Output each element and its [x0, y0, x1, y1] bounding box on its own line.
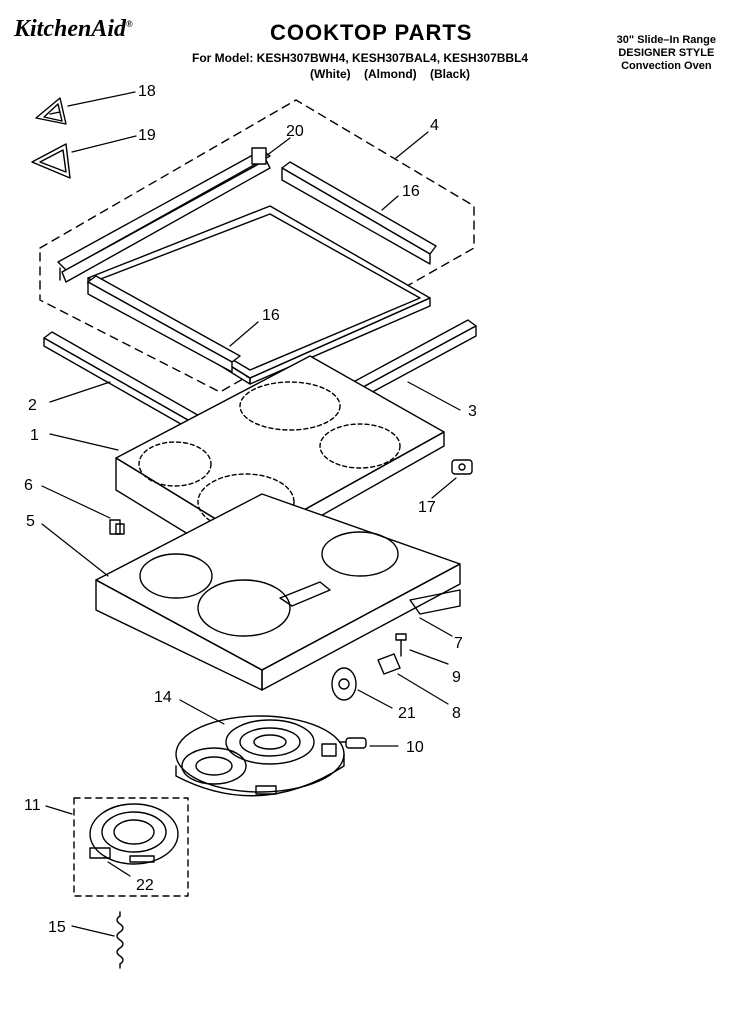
callout-7: 7 — [454, 635, 463, 652]
callout-19: 19 — [138, 127, 156, 144]
part-10-connector — [339, 737, 367, 749]
brand-name: KitchenAid — [14, 16, 127, 42]
callout-18: 18 — [138, 83, 156, 100]
callout-10: 10 — [406, 739, 424, 756]
part-6-clip — [109, 519, 125, 535]
product-style-block: 30" Slide–In Range DESIGNER STYLE Convec… — [617, 34, 716, 73]
callout-21: 21 — [398, 705, 416, 722]
part-14-dual-element — [175, 715, 345, 797]
color-variants: (White) (Almond) (Black) — [310, 67, 470, 81]
callout-11: 11 — [24, 797, 41, 814]
style-line-3: Convection Oven — [621, 60, 712, 72]
model-list: For Model: KESH307BWH4, KESH307BAL4, KES… — [192, 51, 529, 65]
part-22-single-element — [89, 803, 179, 865]
callout-8: 8 — [452, 705, 461, 722]
callout-14: 14 — [154, 689, 172, 706]
callout-3: 3 — [468, 403, 477, 420]
part-15-spring — [116, 911, 124, 969]
style-line-1: 30" Slide–In Range — [616, 34, 716, 46]
part-5-burner-box — [95, 493, 461, 691]
part-16-side-rail-upper — [281, 161, 437, 265]
callout-leaders — [41, 91, 461, 937]
part-18-trim-clip — [35, 97, 67, 125]
style-line-2: DESIGNER STYLE — [618, 47, 715, 59]
part-21-switch — [331, 667, 357, 701]
callout-1: 1 — [30, 427, 39, 444]
part-20-rear-rail — [57, 147, 271, 283]
part-17-terminal-block — [451, 459, 473, 475]
callout-4: 4 — [430, 117, 439, 134]
callout-5: 5 — [26, 513, 35, 530]
part-9-screw — [395, 633, 407, 657]
callout-9: 9 — [452, 669, 461, 686]
callout-17: 17 — [418, 499, 436, 516]
callout-20: 20 — [286, 123, 304, 140]
part-11-element-outline — [73, 797, 189, 897]
callout-15: 15 — [48, 919, 66, 936]
callout-2: 2 — [28, 397, 37, 414]
brand-registered-mark: ® — [126, 19, 133, 29]
part-4-assembly-outline — [39, 99, 475, 393]
callout-6: 6 — [24, 477, 33, 494]
part-16-side-rail-lower — [87, 275, 241, 373]
callout-16-upper: 16 — [402, 183, 420, 200]
part-19-corner-trim — [31, 143, 71, 179]
callout-22: 22 — [136, 877, 154, 894]
part-8-bracket — [377, 653, 401, 675]
brand-logo: KitchenAid® — [14, 16, 133, 43]
callout-16-lower: 16 — [262, 307, 280, 324]
callout-numbers: 18 19 20 4 16 16 2 3 1 6 17 5 7 9 21 8 1… — [24, 83, 477, 936]
page-title: COOKTOP PARTS — [270, 20, 473, 45]
